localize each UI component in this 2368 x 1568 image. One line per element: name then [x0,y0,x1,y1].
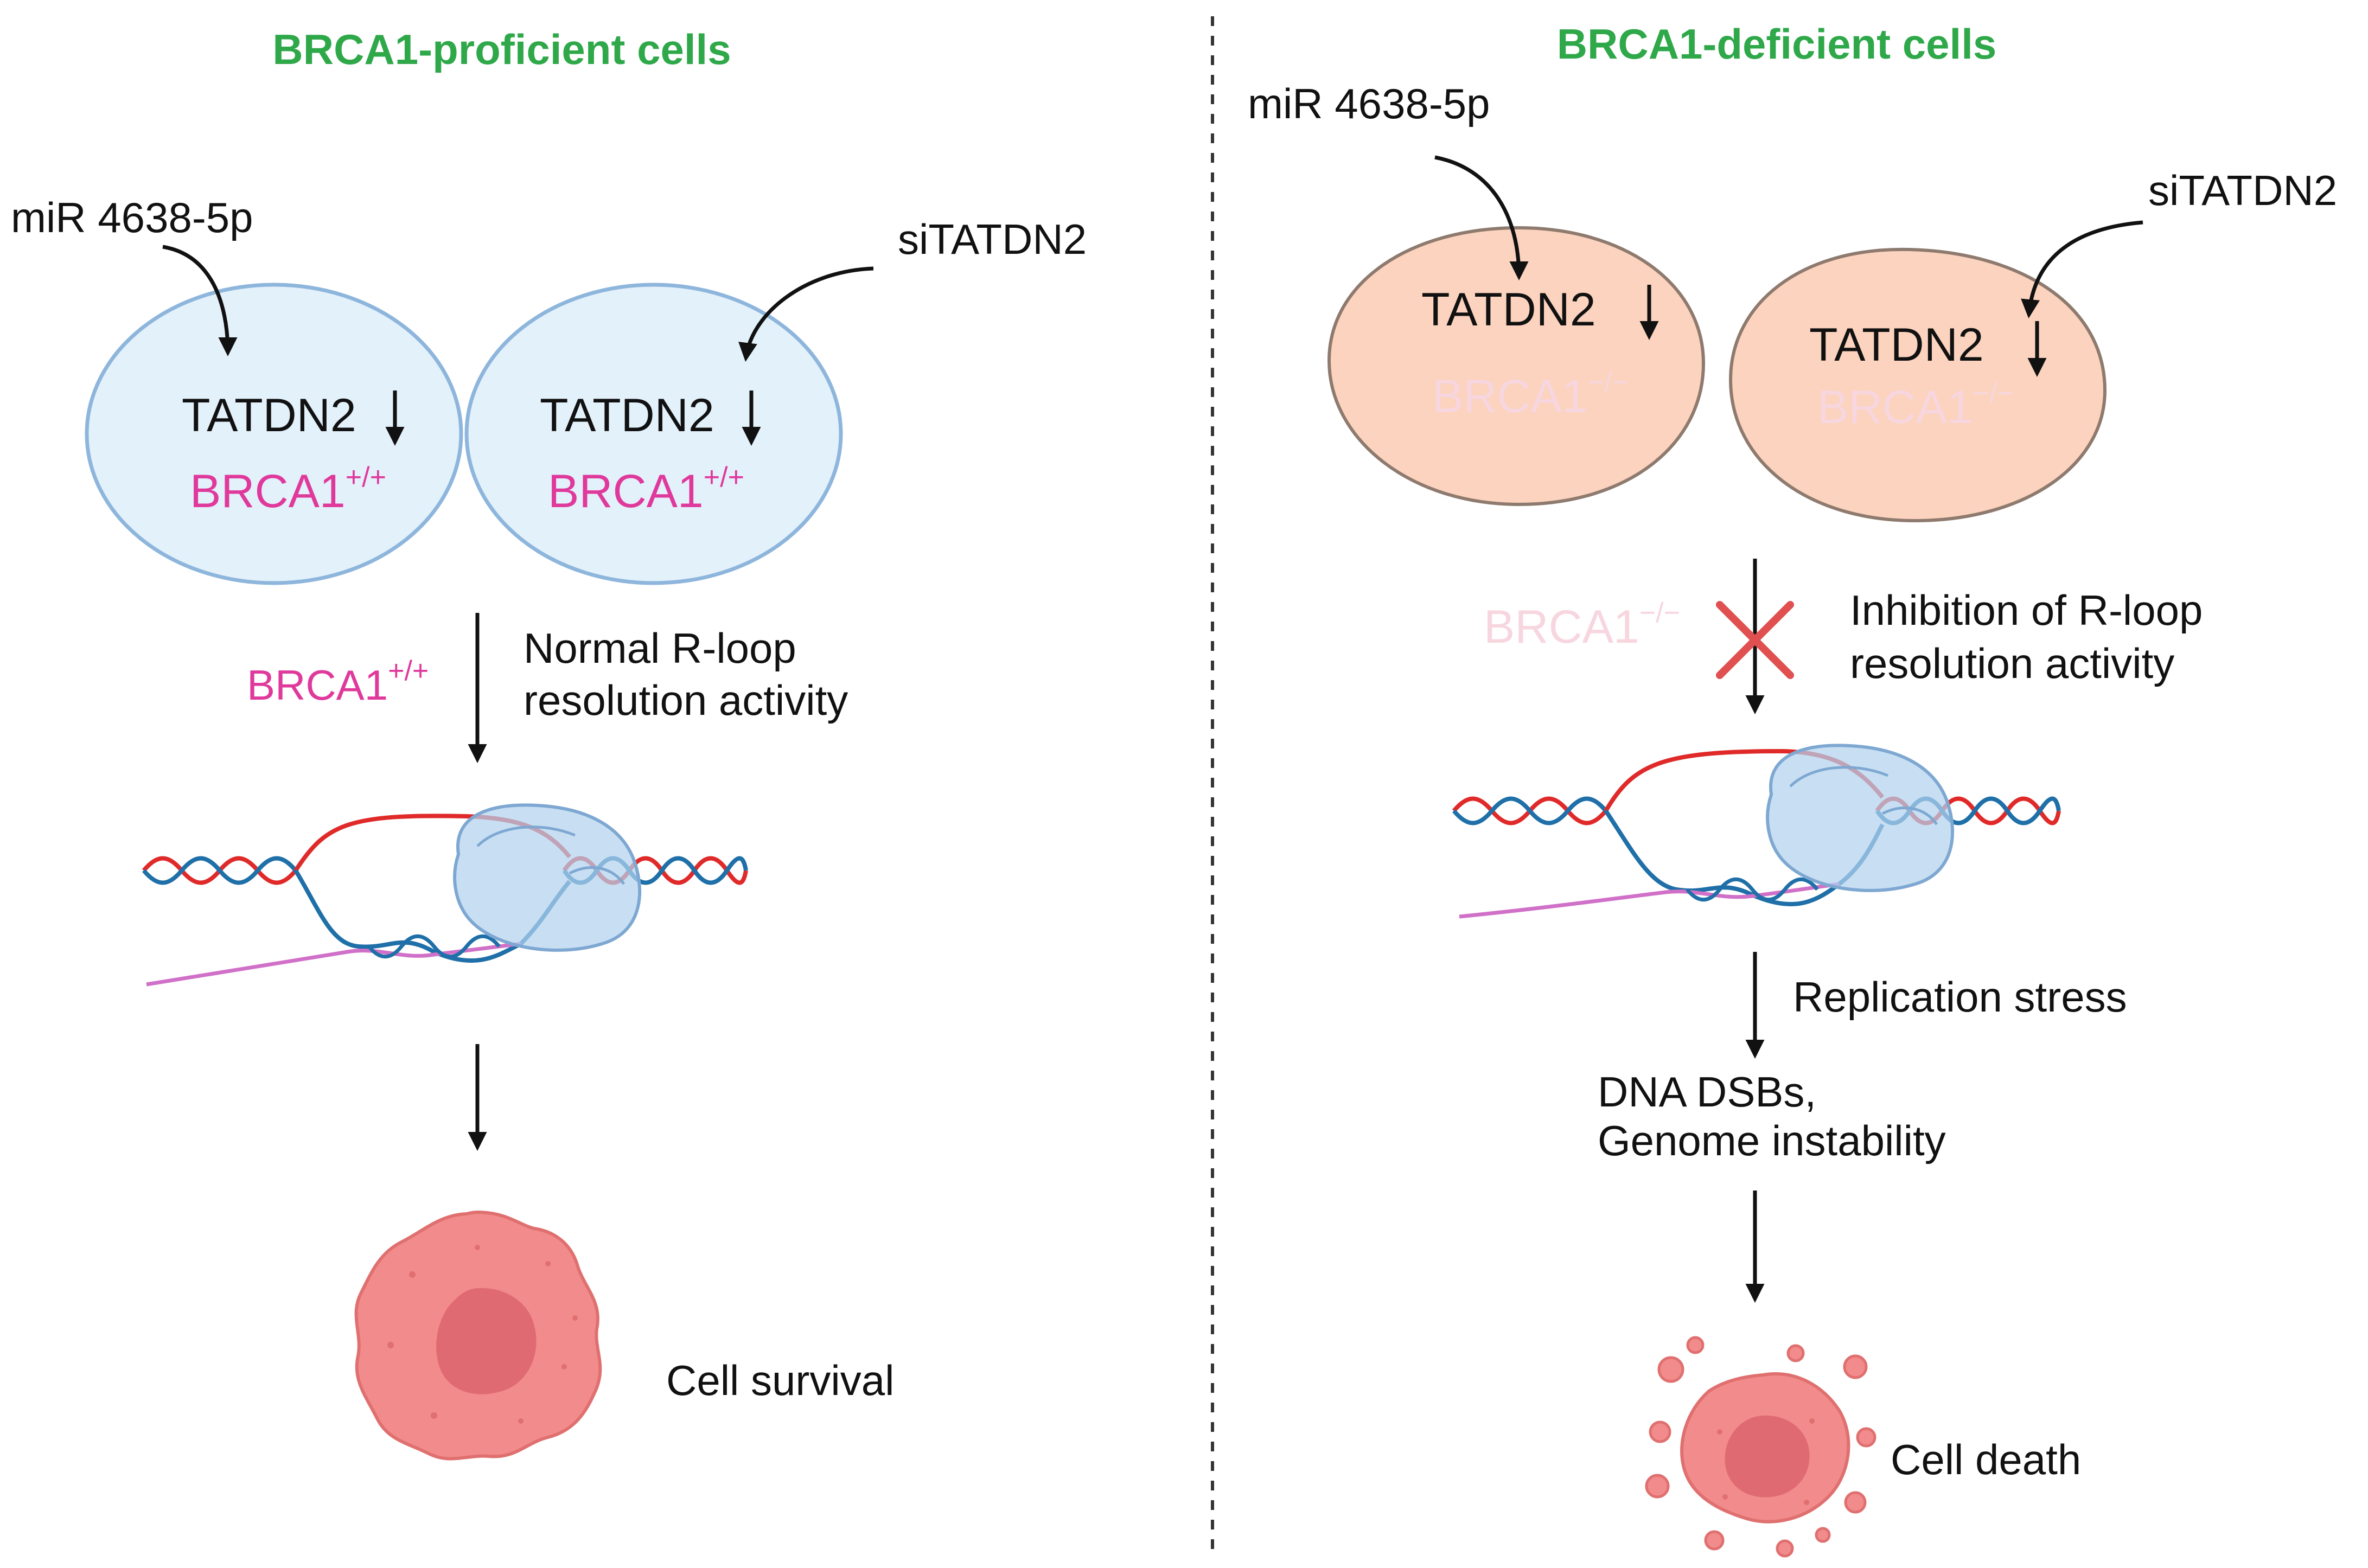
right-cell1-gene: TATDN2 [1421,284,1596,336]
right-rloop-illustration [1452,744,2061,919]
left-mir-label: miR 4638-5p [11,194,253,241]
left-si-arrow [738,266,874,362]
right-step2-label: Replication stress [1793,973,2127,1021]
blocked-x-icon [1716,601,1794,679]
right-si-arrow [2021,220,2143,318]
right-cell2-gene: TATDN2 [1809,319,1984,371]
left-rloop-illustration [142,803,748,987]
left-cell1-genotype: BRCA1+/+ [190,462,386,517]
right-step3-line2: Genome instability [1598,1117,1946,1164]
surviving-cell-icon [354,1210,602,1461]
left-panel-title: BRCA1-proficient cells [272,25,731,73]
deficient-cell-1 [1327,226,1706,507]
right-side-genotype: BRCA1−/− [1484,597,1680,653]
left-step1-line2: resolution activity [524,676,848,724]
right-cell2-genotype: BRCA1−/− [1817,377,2014,433]
right-cell1-genotype: BRCA1−/− [1432,367,1629,423]
right-outcome: Cell death [1891,1436,2081,1483]
right-step1-line2: resolution activity [1850,639,2174,687]
right-step3-line1: DNA DSBs, [1598,1068,1816,1116]
left-cell2-genotype: BRCA1+/+ [548,462,744,517]
left-step1-line1: Normal R-loop [524,624,796,672]
left-mir-arrow [162,245,238,356]
right-panel-title: BRCA1-deficient cells [1557,20,1997,68]
right-mir-label: miR 4638-5p [1248,80,1490,127]
left-cell2-gene: TATDN2 [540,389,714,441]
dying-cell-icon [1645,1336,1876,1558]
left-si-label: siTATDN2 [898,215,1087,263]
right-si-label: siTATDN2 [2148,167,2337,214]
left-cell1-gene: TATDN2 [182,389,356,441]
deficient-cell-2 [1728,247,2107,523]
right-mir-arrow [1434,155,1529,280]
right-step1-line1: Inhibition of R-loop [1850,586,2203,634]
left-outcome: Cell survival [666,1356,894,1404]
proficient-cell-1 [85,283,463,585]
left-side-genotype: BRCA1+/+ [247,655,429,709]
